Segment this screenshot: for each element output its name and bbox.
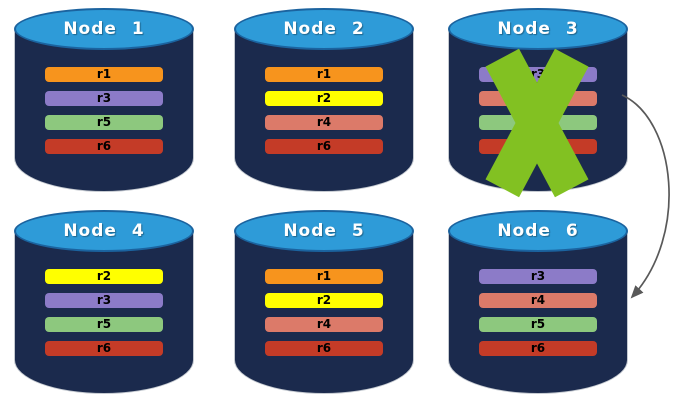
node-title: Node 1 xyxy=(63,19,145,39)
cylinder-top: Node 2 xyxy=(234,8,414,50)
replica-bar-r3: r3 xyxy=(45,91,163,106)
replica-bar-r4: r4 xyxy=(265,115,383,130)
replica-bar-r5: r5 xyxy=(479,317,597,332)
node-1: Node 1 r1 r3 r5 r6 xyxy=(14,8,194,192)
node-title: Node 5 xyxy=(283,221,365,241)
replica-bar-r6: r6 xyxy=(265,341,383,356)
node-5: Node 5 r1 r2 r4 r6 xyxy=(234,210,414,394)
replica-list: r1 r2 r4 r6 xyxy=(234,269,414,356)
cylinder-top: Node 3 xyxy=(448,8,628,50)
replica-bar-r3: r3 xyxy=(45,293,163,308)
replica-bar-r6: r6 xyxy=(479,341,597,356)
cylinder-body xyxy=(234,231,414,394)
node-title: Node 6 xyxy=(497,221,579,241)
replica-bar-r1: r1 xyxy=(265,67,383,82)
node-title: Node 2 xyxy=(283,19,365,39)
replica-list: r3 r4 r5 r6 xyxy=(448,269,628,356)
replica-bar-r6: r6 xyxy=(45,341,163,356)
node-title: Node 4 xyxy=(63,221,145,241)
node-4: Node 4 r2 r3 r5 r6 xyxy=(14,210,194,394)
replica-bar-r3: r3 xyxy=(479,269,597,284)
replica-bar-r6: r6 xyxy=(45,139,163,154)
cylinder-top: Node 6 xyxy=(448,210,628,252)
cylinder-body xyxy=(14,29,194,192)
node-2: Node 2 r1 r2 r4 r6 xyxy=(234,8,414,192)
replica-bar-r1: r1 xyxy=(45,67,163,82)
arrow-curve xyxy=(621,94,670,299)
cylinder-top: Node 4 xyxy=(14,210,194,252)
x-mark-icon xyxy=(485,48,589,198)
replica-bar-r4: r4 xyxy=(479,293,597,308)
replica-bar-r5: r5 xyxy=(45,115,163,130)
replica-list: r1 r3 r5 r6 xyxy=(14,67,194,154)
cylinder-body xyxy=(448,231,628,394)
replica-bar-r4: r4 xyxy=(265,317,383,332)
replica-list: r2 r3 r5 r6 xyxy=(14,269,194,356)
replica-list: r1 r2 r4 r6 xyxy=(234,67,414,154)
replica-bar-r2: r2 xyxy=(265,293,383,308)
replica-bar-r6: r6 xyxy=(265,139,383,154)
node-6: Node 6 r3 r4 r5 r6 xyxy=(448,210,628,394)
node-title: Node 3 xyxy=(497,19,579,39)
cylinder-top: Node 1 xyxy=(14,8,194,50)
replica-bar-r1: r1 xyxy=(265,269,383,284)
cylinder-top: Node 5 xyxy=(234,210,414,252)
cylinder-body xyxy=(14,231,194,394)
replica-bar-r2: r2 xyxy=(45,269,163,284)
replica-bar-r5: r5 xyxy=(45,317,163,332)
cylinder-body xyxy=(234,29,414,192)
replica-bar-r2: r2 xyxy=(265,91,383,106)
